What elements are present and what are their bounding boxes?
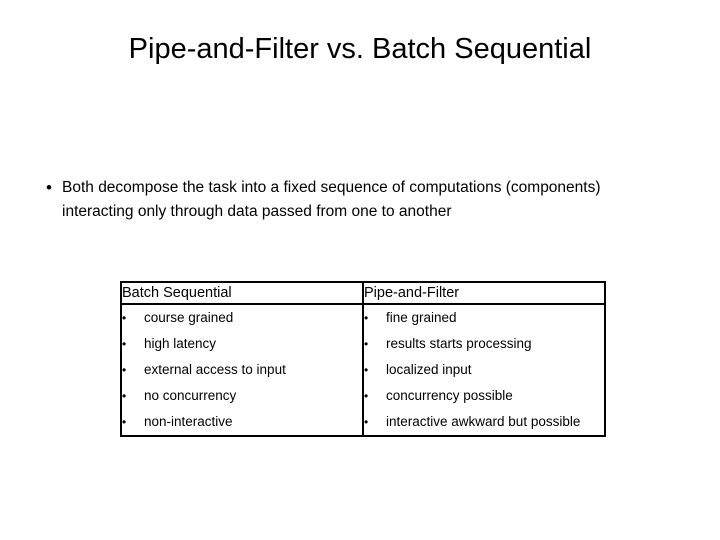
bullet-marker: • — [122, 337, 127, 351]
bullet-marker: • — [122, 415, 127, 429]
table-row: • course grained • high latency • extern… — [120, 303, 606, 437]
list-item: • localized input — [364, 357, 604, 383]
list-item: • external access to input — [122, 357, 362, 383]
bullet-marker: • — [364, 311, 369, 325]
list-item: • interactive awkward but possible — [364, 409, 604, 435]
column-header-pipe-and-filter: Pipe-and-Filter — [362, 281, 606, 305]
list-item: • no concurrency — [122, 383, 362, 409]
list-item-label: interactive awkward but possible — [386, 414, 581, 429]
list-item-label: no concurrency — [144, 388, 237, 403]
bullet-marker: • — [364, 415, 369, 429]
page-title: Pipe-and-Filter vs. Batch Sequential — [128, 33, 592, 65]
list-item: • non-interactive — [122, 409, 362, 435]
comparison-table-container: Batch Sequential Pipe-and-Filter • cours… — [120, 281, 606, 437]
list-item-label: high latency — [144, 336, 217, 351]
list-item-label: localized input — [386, 362, 472, 377]
list-item: • high latency — [122, 331, 362, 357]
list-item-label: course grained — [144, 310, 234, 325]
list-item: • fine grained — [364, 305, 604, 331]
comparison-table: Batch Sequential Pipe-and-Filter • cours… — [120, 281, 606, 437]
column-header-batch-sequential: Batch Sequential — [120, 281, 364, 305]
cell-pipe-and-filter-items: • fine grained • results starts processi… — [362, 303, 606, 437]
bullet-marker: • — [364, 389, 369, 403]
bullet-marker: • — [364, 363, 369, 377]
list-item-label: fine grained — [386, 310, 457, 325]
list-item-label: external access to input — [144, 362, 286, 377]
list-item: • concurrency possible — [364, 383, 604, 409]
list-item: • Both decompose the task into a fixed s… — [36, 176, 676, 224]
list-item: • results starts processing — [364, 331, 604, 357]
cell-batch-sequential-items: • course grained • high latency • extern… — [120, 303, 364, 437]
table-header-row: Batch Sequential Pipe-and-Filter — [120, 281, 606, 305]
list-item-label: results starts processing — [386, 336, 532, 351]
bullet-marker: • — [122, 311, 127, 325]
bullet-marker: • — [46, 178, 52, 197]
bullet-text: Both decompose the task into a fixed seq… — [62, 179, 601, 220]
list-item-label: non-interactive — [144, 414, 233, 429]
list-item: • course grained — [122, 305, 362, 331]
bullet-marker: • — [122, 363, 127, 377]
bullet-marker: • — [364, 337, 369, 351]
bullet-list: • Both decompose the task into a fixed s… — [36, 176, 676, 224]
list-item-label: concurrency possible — [386, 388, 513, 403]
bullet-marker: • — [122, 389, 127, 403]
